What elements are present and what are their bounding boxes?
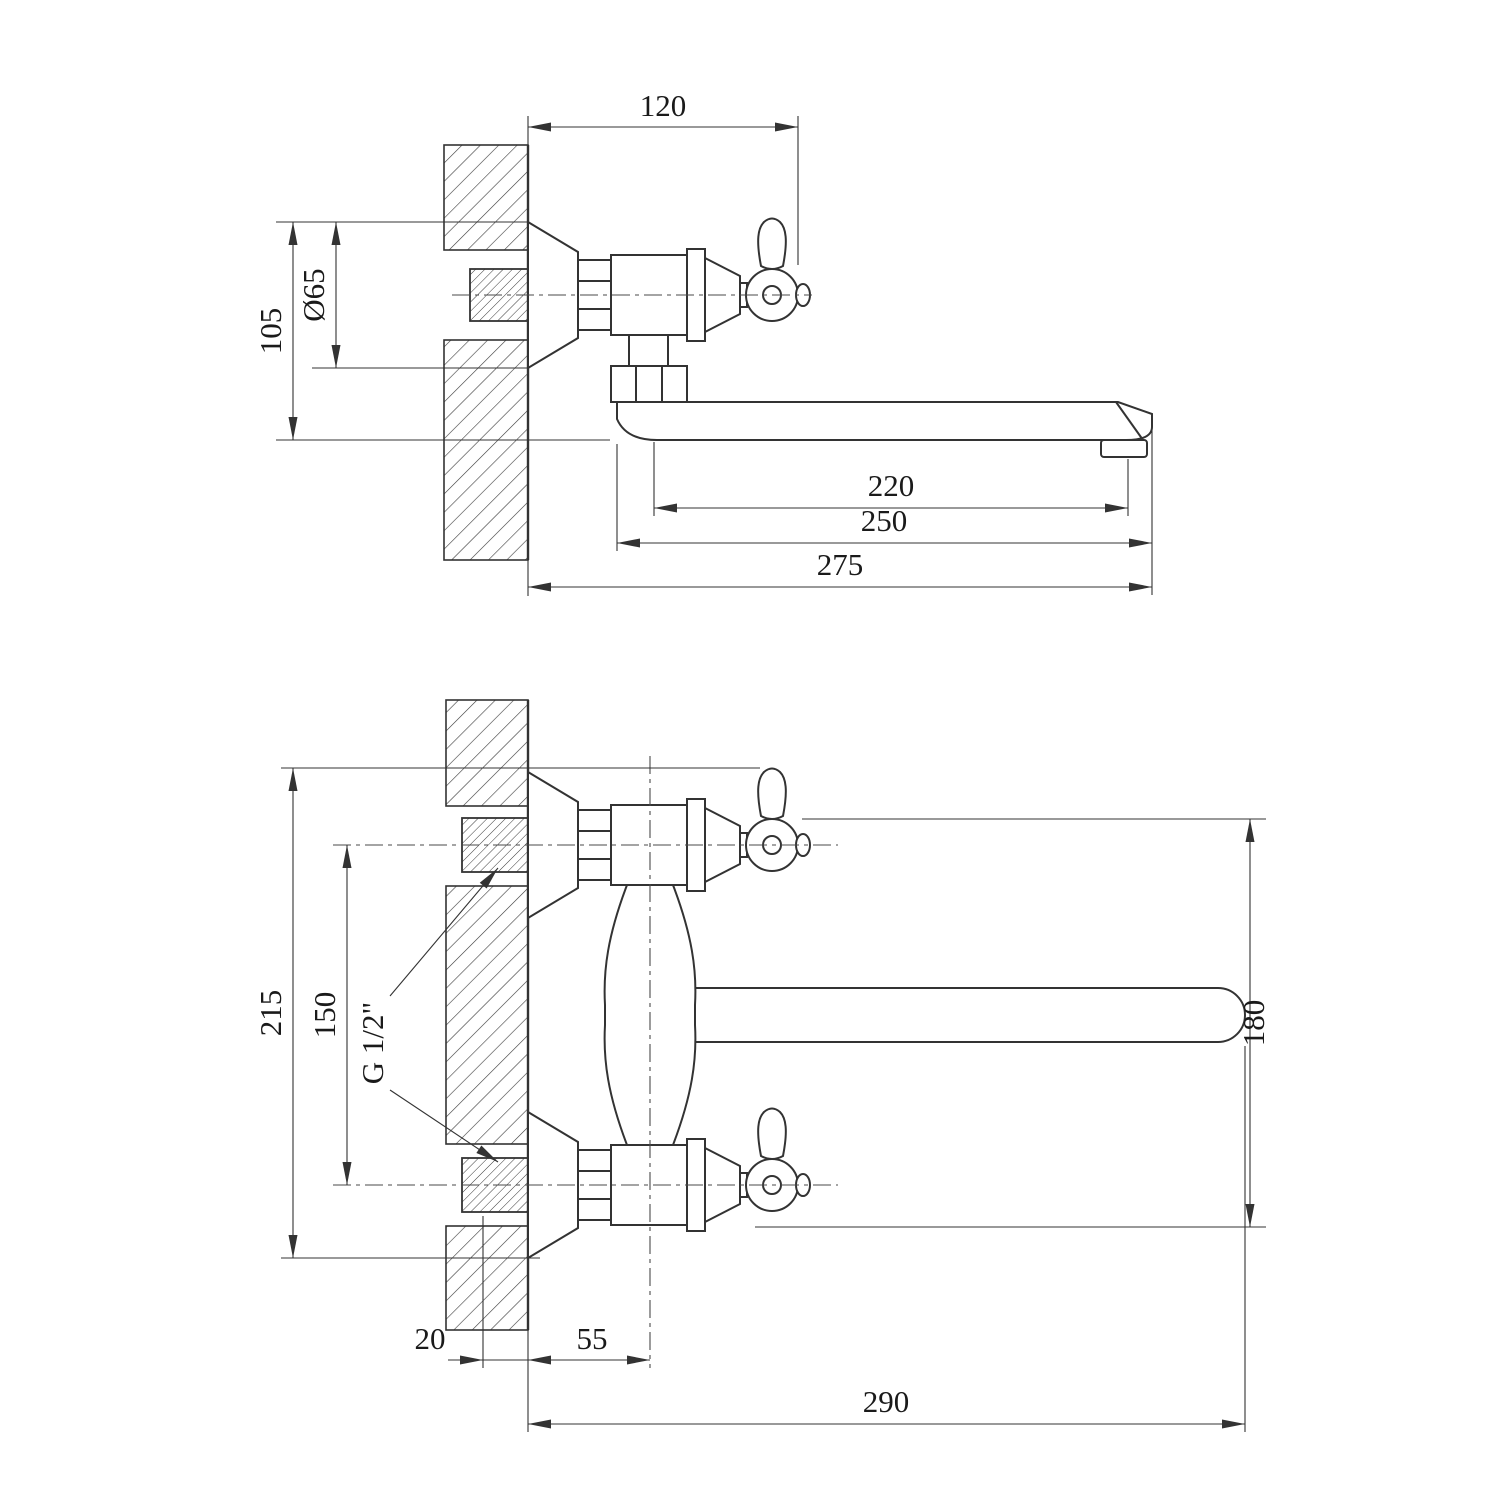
dimensions-front-view: 215 150 G 1/2" 180 xyxy=(253,767,1271,1432)
front-view: 215 150 G 1/2" 180 xyxy=(253,699,1271,1432)
dim-label-150: 150 xyxy=(307,992,342,1039)
dim-label-20: 20 xyxy=(415,1321,446,1356)
wall-section-front xyxy=(445,699,530,1331)
dim-label-120: 120 xyxy=(640,88,687,123)
dim-label-105: 105 xyxy=(253,308,288,355)
side-view: 120 Ø65 105 220 xyxy=(253,88,1153,596)
dim-label-220: 220 xyxy=(868,468,915,503)
spout-side xyxy=(610,335,1153,458)
dim-label-215: 215 xyxy=(253,990,288,1037)
dim-label-180: 180 xyxy=(1236,1000,1271,1047)
dim-label-250: 250 xyxy=(861,503,908,538)
dim-label-thread: G 1/2" xyxy=(355,1002,390,1084)
aerator xyxy=(1100,439,1148,458)
dim-label-65: Ø65 xyxy=(296,268,331,321)
dim-label-275: 275 xyxy=(817,547,864,582)
dimensions-side-view: 120 Ø65 105 220 xyxy=(253,88,1153,596)
dim-label-55: 55 xyxy=(577,1321,608,1356)
wall-section-side xyxy=(443,144,530,561)
spout-front xyxy=(694,987,1246,1043)
dim-label-290: 290 xyxy=(863,1384,910,1419)
